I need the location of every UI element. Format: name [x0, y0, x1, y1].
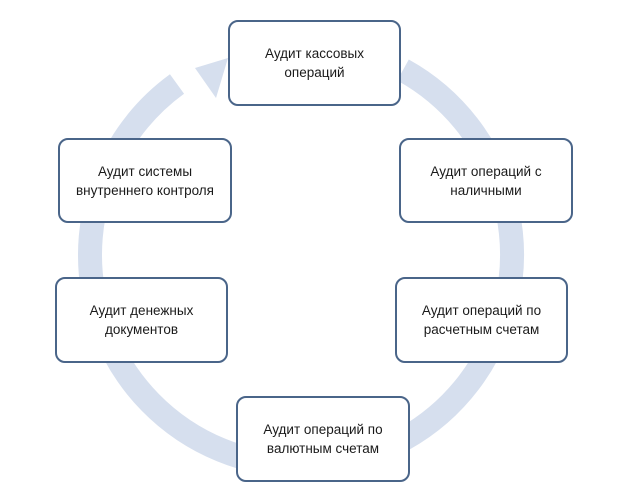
- node-label: Аудит кассовых операций: [264, 46, 364, 80]
- node-cash-operations-audit: Аудит кассовых операций: [228, 20, 401, 106]
- node-internal-control-audit: Аудит системы внутреннего контроля: [58, 138, 232, 223]
- node-label: Аудит операций с наличными: [430, 163, 542, 198]
- node-cash-handling-audit: Аудит операций с наличными: [399, 138, 573, 223]
- node-label: Аудит операций по расчетным счетам: [421, 303, 542, 337]
- node-label: Аудит операций по валютным счетам: [263, 422, 383, 456]
- cycle-arrowhead: [195, 58, 228, 98]
- node-cash-documents-audit: Аудит денежных документов: [55, 277, 228, 363]
- node-label: Аудит денежных документов: [89, 303, 194, 337]
- node-settlement-accounts-audit: Аудит операций по расчетным счетам: [395, 277, 568, 363]
- node-label: Аудит системы внутреннего контроля: [76, 163, 214, 198]
- node-currency-accounts-audit: Аудит операций по валютным счетам: [236, 396, 410, 482]
